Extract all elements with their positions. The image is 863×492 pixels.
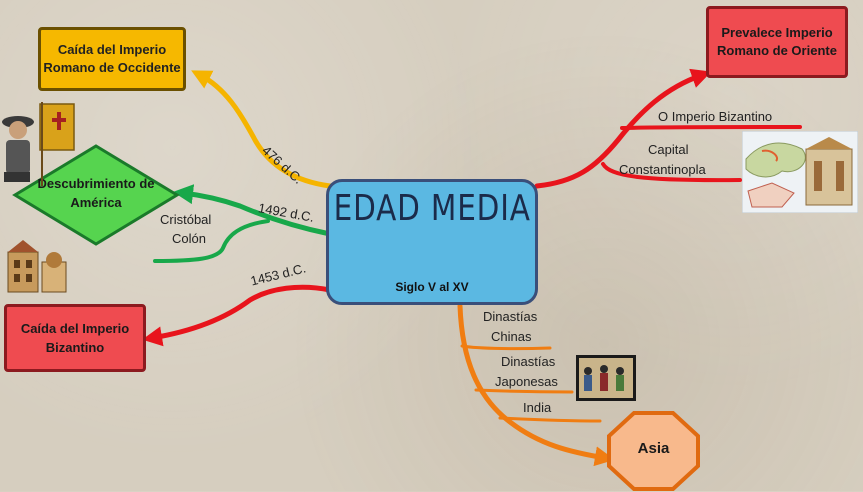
link-descubrimiento: [173, 184, 333, 237]
node-bizantino[interactable]: Caída del Imperio Bizantino: [4, 304, 146, 372]
label-bizantino-sub: O Imperio Bizantino: [658, 109, 773, 124]
label-colon-2: Colón: [172, 231, 206, 246]
link-bizantino-sub: [620, 125, 802, 130]
link-japonesas: [474, 388, 574, 394]
node-roma-oriente[interactable]: Prevalece Imperio Romano de Oriente: [706, 6, 848, 78]
node-roma-occidente[interactable]: Caída del Imperio Romano de Occidente: [38, 27, 186, 91]
label-capital-2: Constantinopla: [619, 162, 706, 177]
link-chinas: [460, 344, 552, 351]
link-roma-oriente: [534, 68, 712, 189]
label-chinas-2: Chinas: [491, 329, 532, 344]
constantinople-map-image: [742, 131, 858, 213]
link-india: [498, 416, 602, 423]
label-india: India: [523, 400, 552, 415]
node-descubrimiento[interactable]: Descubrimiento de América: [37, 176, 155, 210]
link-asia: [457, 303, 615, 467]
central-node[interactable]: EDAD MEDIA Siglo V al XV: [326, 179, 538, 305]
byzantine-building-illustration: [7, 240, 67, 293]
label-colon-1: Cristóbal: [160, 212, 212, 227]
label-capital-1: Capital: [648, 142, 689, 157]
central-subtitle: Siglo V al XV: [395, 280, 469, 294]
label-japonesas-2: Japonesas: [495, 374, 558, 389]
explorer-illustration: [2, 102, 75, 186]
link-roma-occidente: [191, 70, 333, 189]
central-title: EDAD MEDIA: [333, 188, 531, 229]
node-asia-shape[interactable]: [606, 410, 701, 492]
link-colon: [153, 219, 270, 263]
label-chinas-1: Dinastías: [483, 309, 538, 324]
link-bizantino: [142, 284, 333, 347]
japan-scene-image: [576, 355, 636, 401]
link-capital: [601, 162, 742, 183]
label-japonesas-1: Dinastías: [501, 354, 556, 369]
node-asia[interactable]: Asia: [637, 440, 670, 457]
